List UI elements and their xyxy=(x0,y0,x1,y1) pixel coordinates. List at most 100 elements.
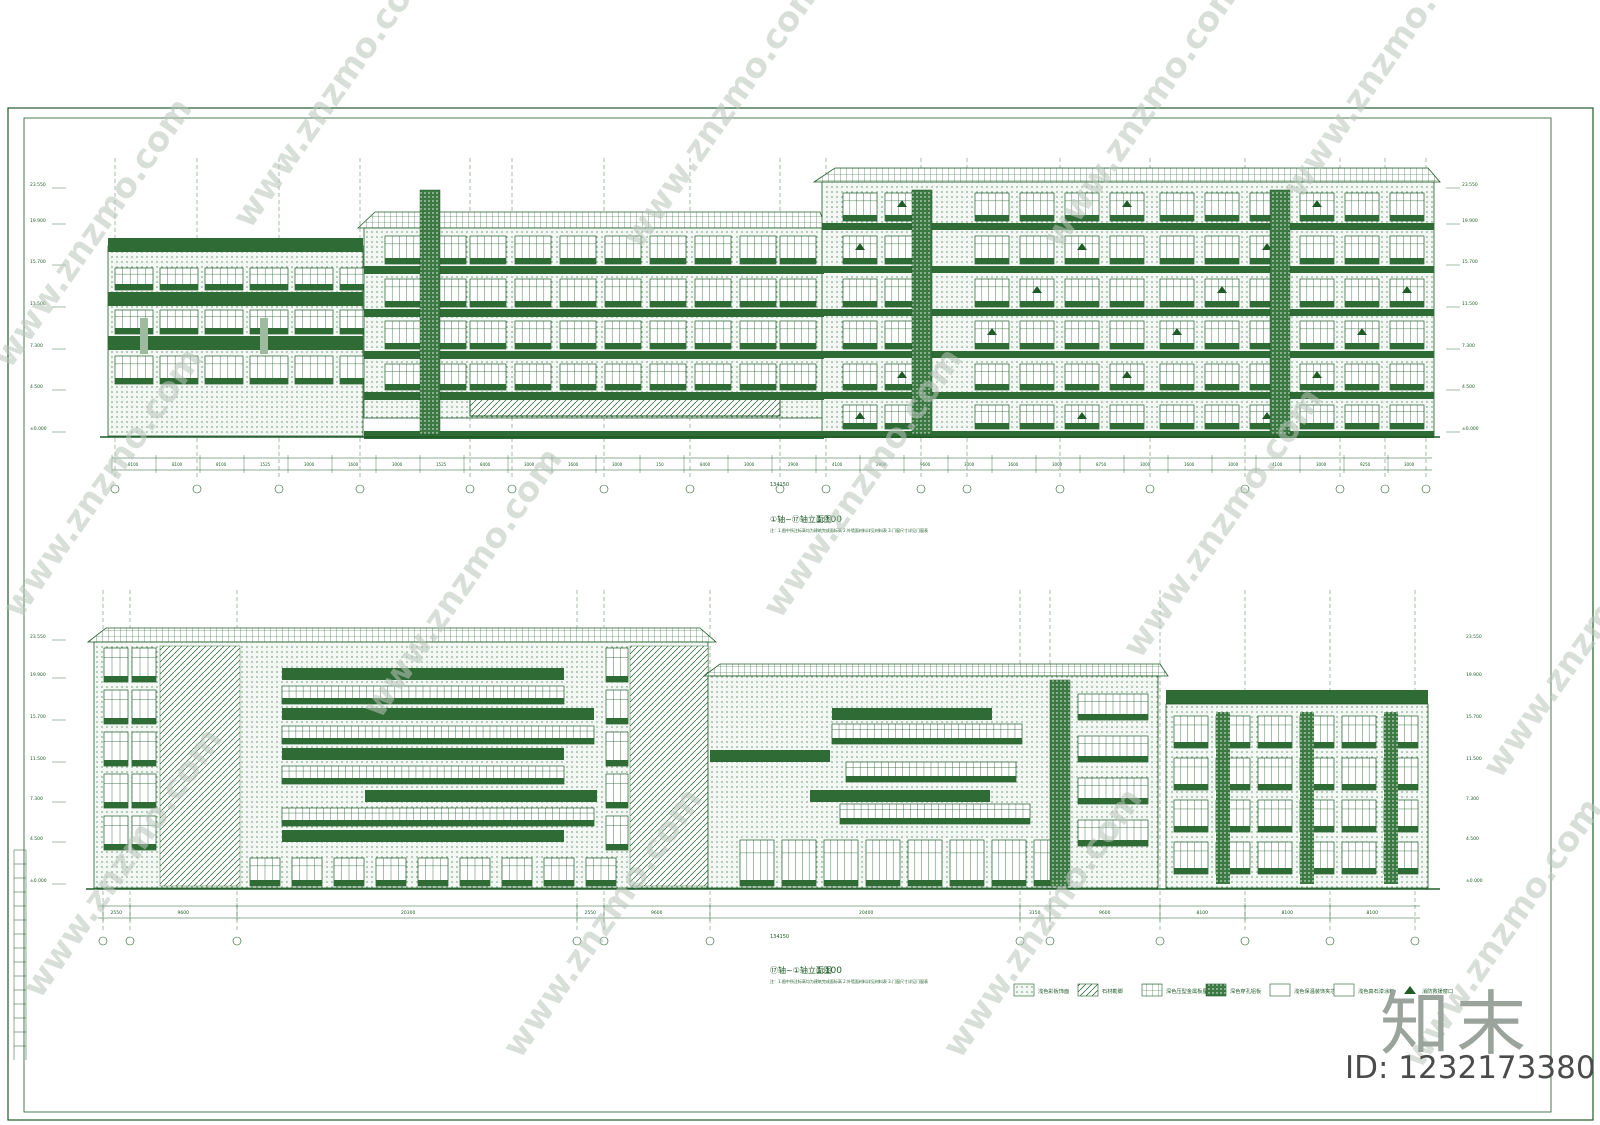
spandrel-band xyxy=(132,676,156,682)
spandrel-band xyxy=(515,301,551,307)
stone-cladding xyxy=(629,645,709,887)
spandrel-band xyxy=(1110,384,1144,390)
window xyxy=(1173,799,1209,833)
spandrel-band xyxy=(295,284,333,290)
spandrel-band xyxy=(650,384,686,390)
window xyxy=(1344,404,1380,430)
window xyxy=(1173,715,1209,749)
window xyxy=(417,857,449,887)
axis-bubble xyxy=(1045,936,1055,946)
level-mark-right: 19.900 xyxy=(1462,218,1478,224)
legend-label: 深色穿孔铝板 xyxy=(1230,987,1262,995)
window xyxy=(1064,363,1100,391)
dimension-value: 8100 xyxy=(1282,910,1294,916)
spandrel-band xyxy=(1345,423,1379,429)
spandrel-band xyxy=(1250,384,1284,390)
level-mark-left: ±0.000 xyxy=(30,878,47,884)
window xyxy=(1077,819,1149,847)
window xyxy=(131,731,157,767)
spandrel-band xyxy=(515,343,551,349)
window xyxy=(249,857,281,887)
window xyxy=(384,278,422,308)
spandrel-band xyxy=(824,880,858,886)
spandrel-band xyxy=(1345,384,1379,390)
spandrel-band xyxy=(250,284,288,290)
window xyxy=(649,320,687,350)
window xyxy=(559,320,597,350)
fire-rescue-window-mark xyxy=(1122,200,1132,207)
spandrel-band xyxy=(975,215,1009,221)
window-frame xyxy=(739,839,775,887)
fire-rescue-window-mark xyxy=(1312,200,1322,207)
window xyxy=(779,278,817,308)
spandrel-band xyxy=(908,880,942,886)
legend-swatch-fire-rescue xyxy=(1404,986,1416,994)
level-mark-left: 15.700 xyxy=(30,259,46,265)
spandrel-band xyxy=(1216,742,1250,748)
window xyxy=(1257,799,1293,833)
spandrel-band xyxy=(1384,784,1418,790)
window xyxy=(1019,235,1055,265)
window xyxy=(131,689,157,725)
middle-roof xyxy=(702,663,1169,677)
spandrel-band xyxy=(740,343,776,349)
window xyxy=(1204,404,1240,430)
window xyxy=(739,235,777,265)
window xyxy=(375,857,407,887)
window-frame xyxy=(907,839,943,887)
spandrel-band xyxy=(1216,826,1250,832)
spandrel-band xyxy=(205,284,243,290)
spandrel-band xyxy=(1390,423,1424,429)
window xyxy=(1019,192,1055,222)
level-mark-right: 7.300 xyxy=(1462,343,1475,349)
axis-bubble xyxy=(1240,484,1250,494)
window xyxy=(605,731,629,767)
axis-bubble xyxy=(962,484,972,494)
window xyxy=(294,309,334,335)
spandrel-band xyxy=(1160,301,1194,307)
level-mark-right: 19.900 xyxy=(1466,672,1482,678)
spandrel-band xyxy=(250,328,288,334)
window xyxy=(604,320,642,350)
window xyxy=(294,355,334,385)
spandrel-band xyxy=(1065,384,1099,390)
window xyxy=(1389,235,1425,265)
spandrel-band xyxy=(1078,798,1148,804)
window xyxy=(281,807,595,827)
window xyxy=(103,689,129,725)
window xyxy=(131,773,157,809)
spandrel-band xyxy=(430,384,466,390)
window xyxy=(333,857,365,887)
axis-bubble xyxy=(1145,484,1155,494)
window xyxy=(514,278,552,308)
dimension-value: 9600 xyxy=(1099,910,1111,916)
dimension-value: 2900 xyxy=(876,462,887,467)
window xyxy=(842,235,878,265)
window xyxy=(204,267,244,291)
spandrel-band xyxy=(650,301,686,307)
window xyxy=(249,355,289,385)
legend-swatch xyxy=(1013,983,1035,997)
spandrel-band xyxy=(1065,343,1099,349)
spandrel-band xyxy=(340,284,378,290)
spandrel-band xyxy=(160,328,198,334)
spandrel-band xyxy=(1174,742,1208,748)
window xyxy=(1341,841,1377,875)
window xyxy=(845,761,1017,783)
legend-swatch xyxy=(1269,983,1291,997)
legend-swatch xyxy=(1077,983,1099,997)
axis-bubble xyxy=(599,484,609,494)
deep-horizontal-band xyxy=(710,750,830,762)
spandrel-band xyxy=(418,880,448,886)
window xyxy=(103,815,129,851)
spandrel-band xyxy=(1258,784,1292,790)
spandrel-band xyxy=(1250,343,1284,349)
axis-bubble xyxy=(1015,936,1025,946)
spandrel-band xyxy=(695,258,731,264)
window xyxy=(1344,235,1380,265)
spandrel-band xyxy=(1020,343,1054,349)
window xyxy=(839,803,1031,825)
spandrel-band xyxy=(295,328,333,334)
window xyxy=(907,839,943,887)
window-frame xyxy=(781,839,817,887)
